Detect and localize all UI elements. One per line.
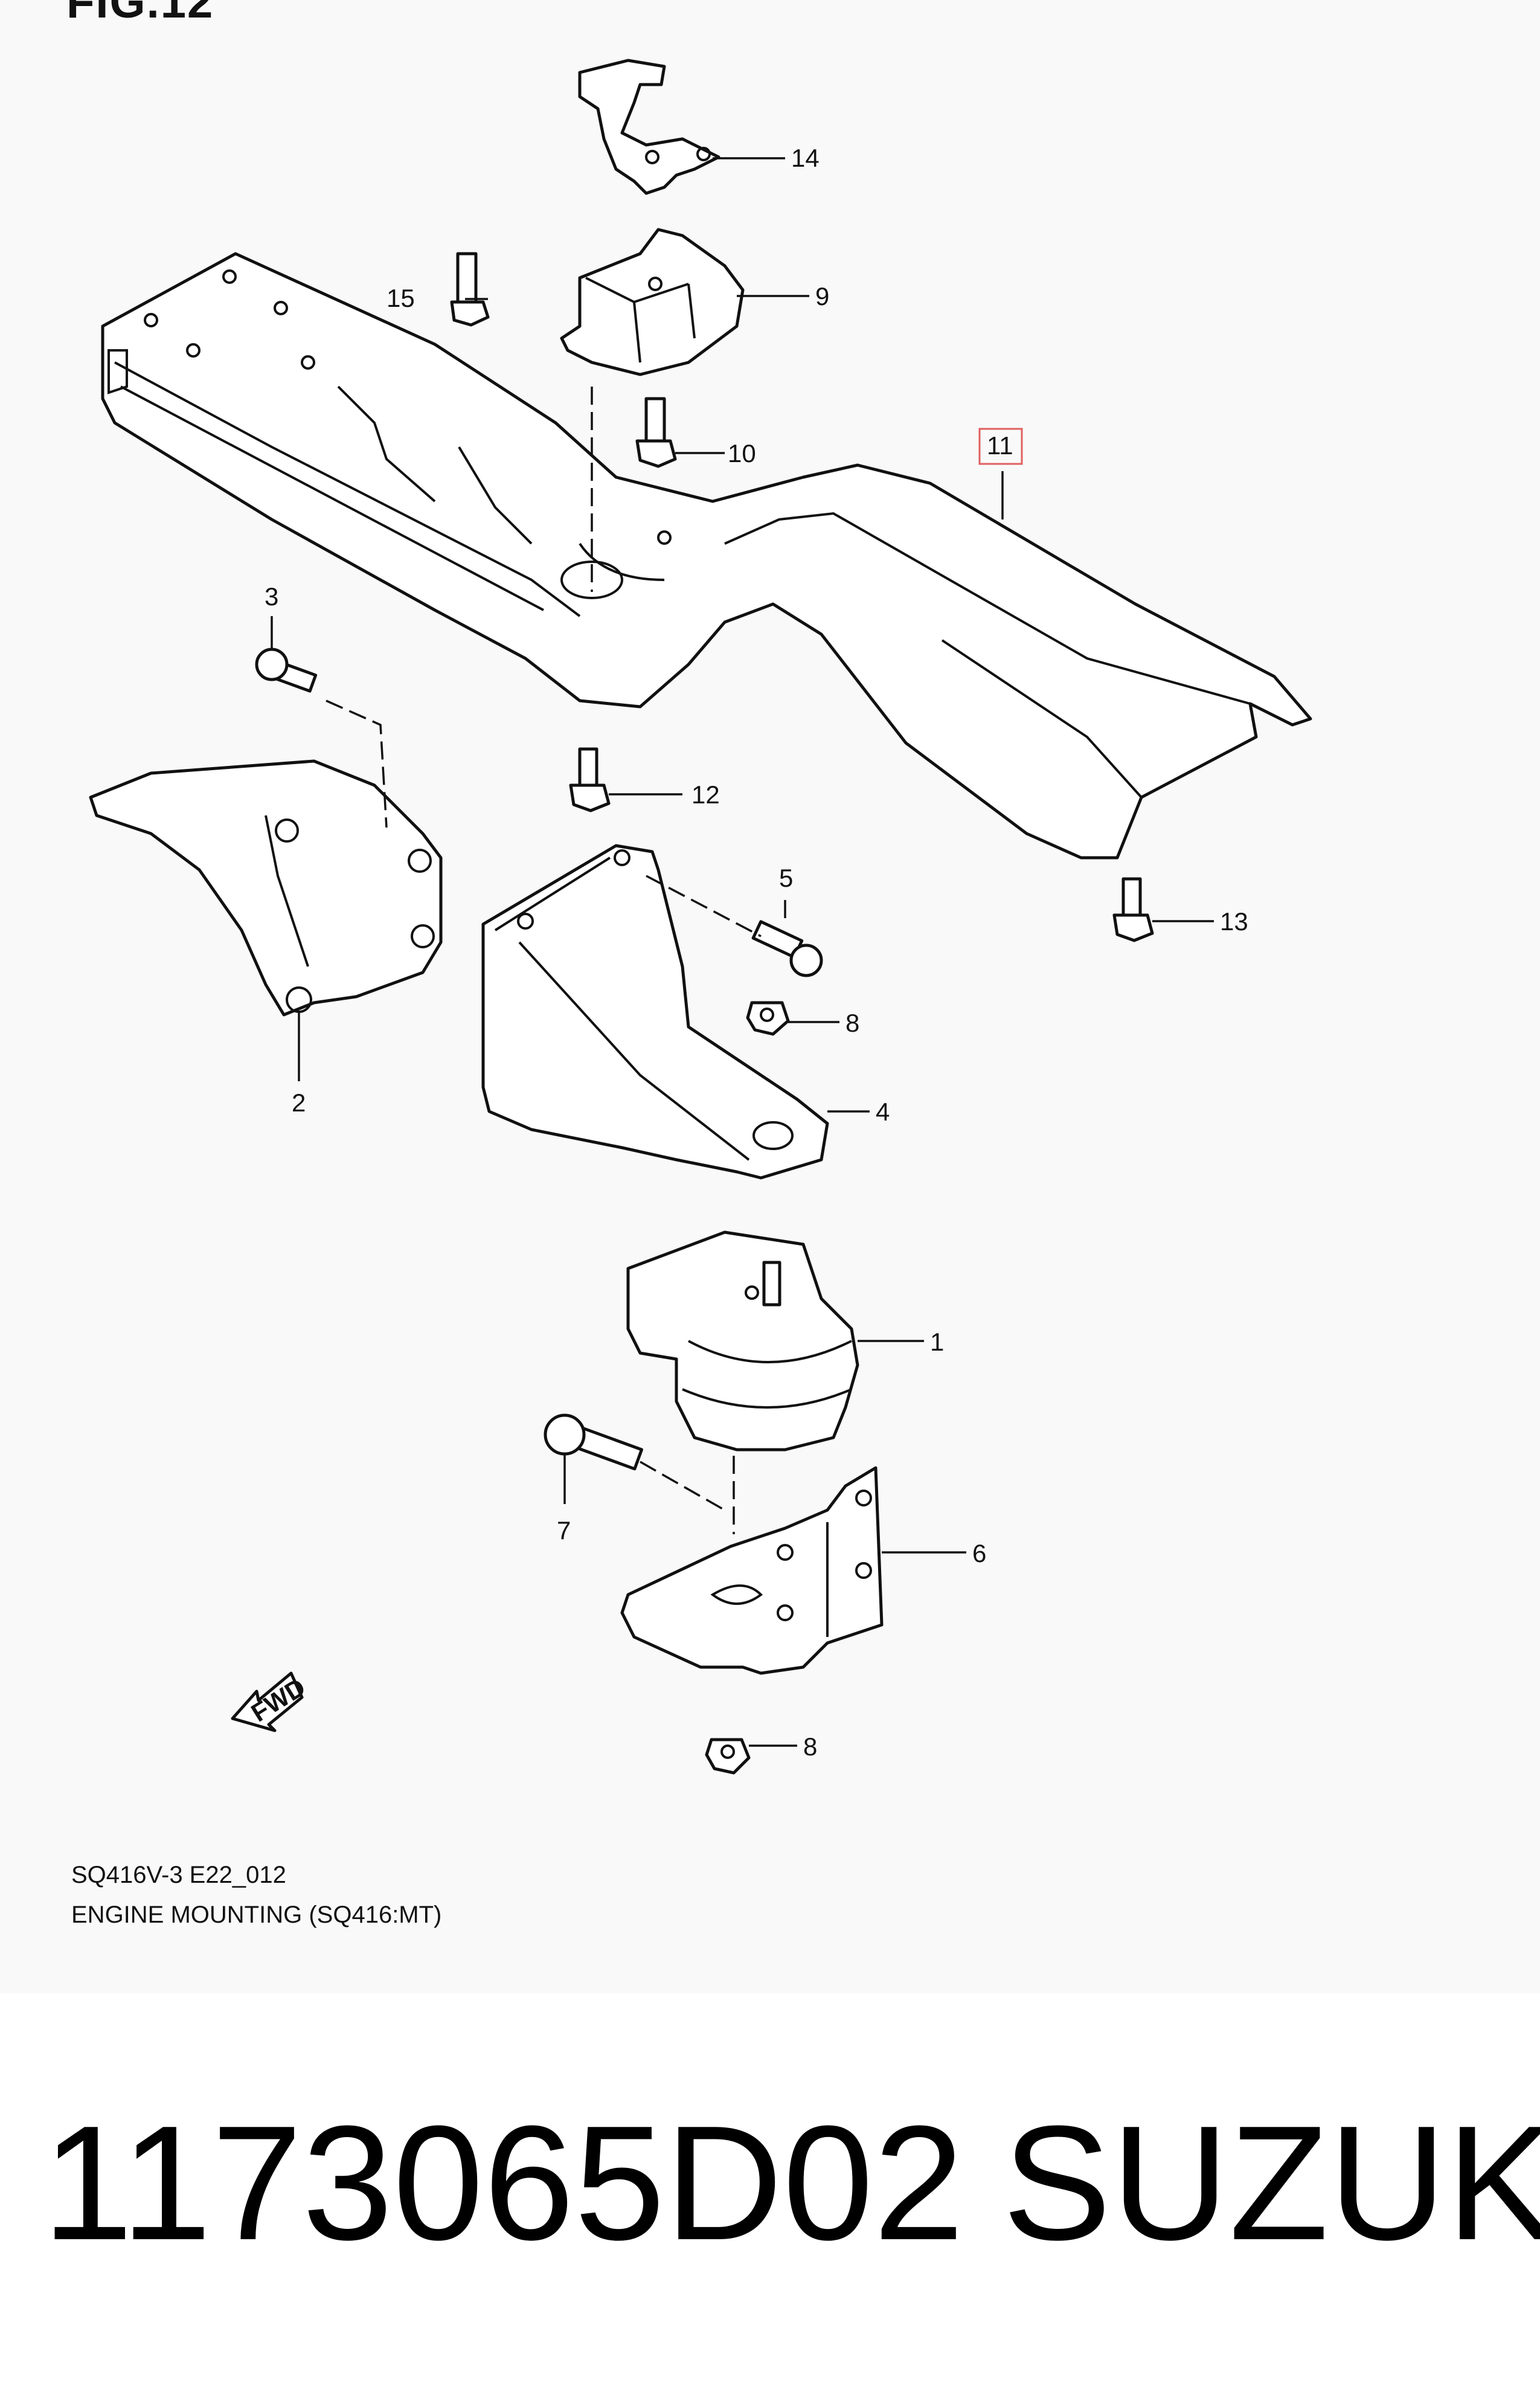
callout-11: 11 (987, 431, 1013, 460)
bolt-13[interactable] (1112, 877, 1154, 942)
callout-12: 12 (691, 780, 720, 809)
part-1-engine-mount[interactable] (626, 1230, 859, 1452)
part-11-crossmember[interactable] (101, 252, 1312, 860)
exploded-parts-diagram: FWD 14 9 15 10 11 3 12 13 5 8 4 2 1 7 6 … (89, 59, 1312, 1775)
highlight-box-11 (978, 428, 1023, 465)
part-9-mount[interactable] (560, 228, 745, 376)
part-4-bracket[interactable] (481, 844, 829, 1180)
callout-2: 2 (292, 1088, 306, 1117)
callout-leaders (271, 157, 1214, 1747)
diagram-panel: FIG.12 (66, 0, 1312, 1928)
callout-6: 6 (972, 1539, 986, 1567)
brand-name: SUZUKI (1003, 2092, 1540, 2274)
nut-8-upper[interactable] (746, 1001, 790, 1036)
diagram-title: ENGINE MOUNTING (SQ416:MT) (71, 1902, 442, 1928)
part-number: 1173065D02 (42, 2092, 964, 2274)
bolt-5[interactable] (751, 920, 823, 977)
diagram-code: SQ416V-3 E22_012 (71, 1862, 286, 1888)
fwd-arrow-icon: FWD (231, 1671, 310, 1732)
assembly-guide-lines (326, 387, 762, 1534)
callout-13: 13 (1220, 907, 1248, 936)
figure-label: FIG.12 (66, 0, 214, 28)
callout-1: 1 (930, 1328, 944, 1356)
callout-5: 5 (779, 864, 793, 892)
part-14-bracket[interactable] (578, 59, 720, 195)
callout-9: 9 (815, 282, 829, 310)
bolt-12[interactable] (569, 747, 611, 812)
part-2-bracket[interactable] (89, 759, 443, 1017)
callout-15: 15 (387, 284, 415, 312)
callout-4: 4 (876, 1098, 890, 1126)
callout-14: 14 (791, 144, 820, 172)
callout-3: 3 (265, 582, 278, 611)
bolt-7[interactable] (544, 1413, 643, 1471)
bolt-15[interactable] (450, 252, 490, 327)
bolt-3[interactable] (255, 648, 318, 693)
callout-10: 10 (728, 439, 756, 468)
callout-labels: 14 9 15 10 11 3 12 13 5 8 4 2 1 7 6 8 (265, 144, 1248, 1761)
callout-8-upper: 8 (845, 1009, 859, 1037)
fwd-label: FWD (246, 1673, 310, 1728)
part-6-bracket[interactable] (620, 1466, 884, 1675)
callout-8-lower: 8 (803, 1732, 817, 1761)
callout-7: 7 (557, 1516, 571, 1545)
bolt-10[interactable] (635, 397, 677, 468)
nut-8-lower[interactable] (705, 1738, 751, 1775)
